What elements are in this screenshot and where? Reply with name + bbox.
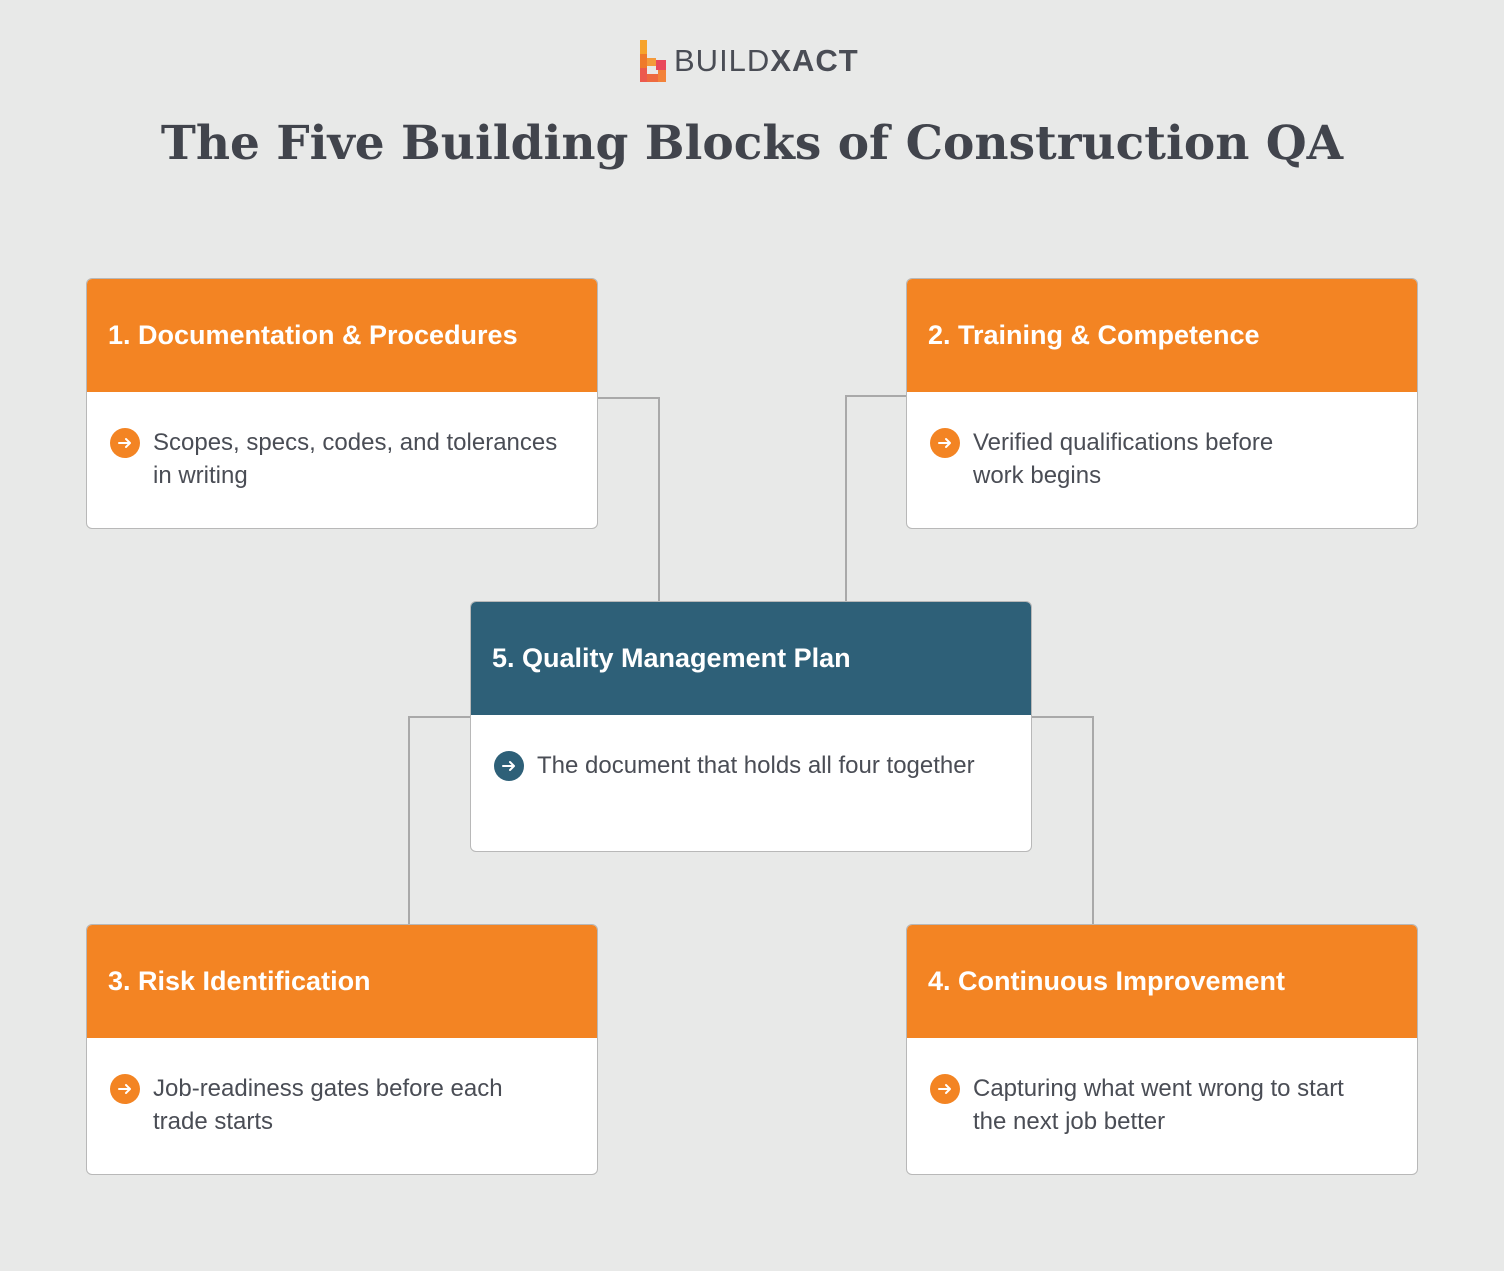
block-quality-management-plan: 5. Quality Management Plan The document … [470,601,1032,852]
block-risk-identification: 3. Risk Identification Job-readiness gat… [86,924,598,1175]
connector-5-to-4 [1032,716,1094,924]
block-description: Scopes, specs, codes, and tolerances in … [153,429,558,489]
connector-2-to-5 [845,395,906,601]
arrow-right-circle-icon [930,1074,960,1104]
block-description: The document that holds all four togethe… [537,752,975,779]
connector-5-to-3 [408,716,470,924]
arrow-right-circle-icon [110,428,140,458]
block-heading: 1. Documentation & Procedures [87,279,597,392]
buildxact-logo-icon [640,40,666,82]
block-heading: 5. Quality Management Plan [471,602,1031,715]
page-title: The Five Building Blocks of Construction… [160,116,1344,171]
block-continuous-improvement: 4. Continuous Improvement Capturing what… [906,924,1418,1175]
block-training: 2. Training & Competence Verified qualif… [906,278,1418,529]
block-heading: 2. Training & Competence [907,279,1417,392]
arrow-right-circle-icon [494,751,524,781]
block-description: Job-readiness gates before each trade st… [153,1075,503,1135]
arrow-right-circle-icon [930,428,960,458]
block-heading: 4. Continuous Improvement [907,925,1417,1038]
brand-name: BUILDXACT [674,43,859,79]
block-description: Capturing what went wrong to start the n… [973,1075,1344,1135]
brand-name-bold: XACT [770,43,859,78]
block-documentation: 1. Documentation & Procedures Scopes, sp… [86,278,598,529]
block-description: Verified qualifications before work begi… [973,429,1274,489]
block-heading: 3. Risk Identification [87,925,597,1038]
buildxact-logo: BUILDXACT [640,38,859,84]
connector-1-to-5 [598,397,660,601]
brand-name-light: BUILD [674,43,771,78]
arrow-right-circle-icon [110,1074,140,1104]
